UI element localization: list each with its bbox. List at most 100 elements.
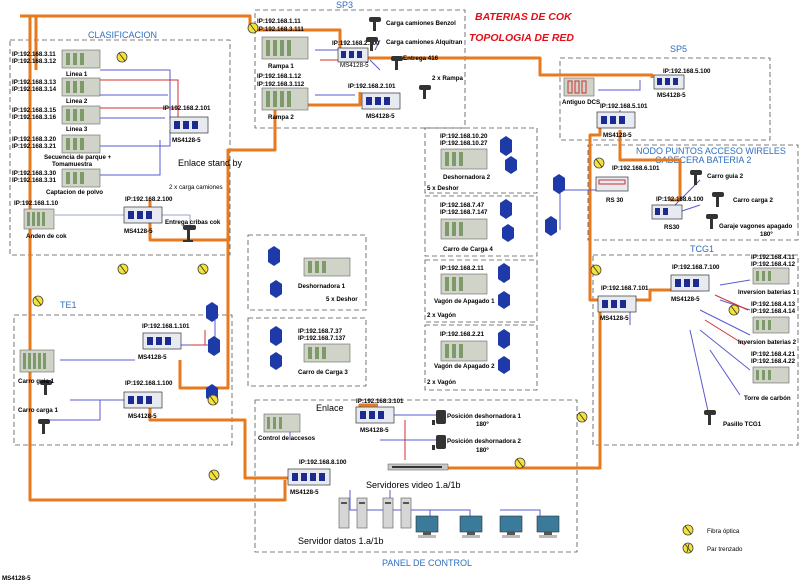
zone-title-sp5: SP5	[670, 44, 687, 54]
zone-sp5	[559, 57, 771, 141]
mid-vagon2-count: 2 x Vagón	[427, 379, 456, 386]
clas-plc-linea3: IP:192.168.3.15 IP:192.168.3.16 Linea 3	[12, 105, 101, 133]
te1-cam-guia1-icon	[40, 380, 52, 395]
fiber-ring-right	[408, 115, 602, 470]
panel-video-label: Servidores video 1.a/1b	[366, 480, 461, 490]
clas-anden: IP:192.168.1.10 Anden de cok	[14, 200, 67, 240]
sp3-cam-alquitran-icon	[366, 37, 378, 51]
mid-vagon1-count: 2 x Vagón	[427, 312, 456, 319]
panel-switch-b: IP:192.168.8.100 MS4128-5	[287, 459, 347, 496]
te1-rack	[19, 349, 55, 373]
clas-carga-camiones-label: 2 x carga camiones	[169, 184, 223, 191]
zone-deshornadora2	[424, 127, 538, 194]
tcg1-switch-b: IP:192.168.7.100 MS4128-5	[670, 264, 720, 303]
tcg1-switch-b-model: MS4128-5	[671, 296, 700, 303]
nodo-rs30a-label: RS 30	[606, 197, 624, 204]
mid-deshornadora1-label: Deshornadora 1	[298, 283, 346, 290]
mid-vagon2-ip: IP:192.168.2.21	[440, 331, 485, 338]
mid-deshornadora2-ip1: IP:192.168.10.20	[440, 133, 488, 140]
zone-carro3	[247, 317, 367, 387]
nodo-cam-garaje-icon	[706, 214, 718, 229]
sp3-rampa2: IP:192.168.1.12 IP:192.168.3.112 Rampa 2	[257, 73, 309, 121]
tcg1-switch-a: IP:192.168.7.101 MS4128-5	[597, 285, 649, 322]
clas-switch-a: IP:192.168.2.101 MS4128-5	[163, 105, 211, 144]
legend-fibra-label: Fibra óptica	[707, 528, 740, 535]
clas-switch-b-model: MS4128-5	[124, 228, 153, 235]
clas-plc-captacion: IP:192.168.3.30 IP:192.168.3.31 Captacio…	[12, 168, 103, 196]
te1-cam-guia1-label: Carro guia 1	[18, 378, 55, 385]
tcg1-cam-pasillo-icon	[704, 410, 716, 425]
sp3-cam-entrega-label: Entrega 416	[403, 55, 439, 62]
panel-switch-a-ip: IP:192.168.3.101	[356, 398, 404, 405]
fiber-sp3-down	[178, 92, 362, 390]
zone-te1	[13, 314, 233, 446]
zone-carro4	[424, 195, 538, 257]
zone-nodo-wireless	[587, 144, 799, 241]
mid-vagon1-label: Vagón de Apagado 1	[434, 298, 495, 305]
clas-plc-linea3-ip2: IP:192.168.3.16	[12, 114, 57, 121]
clas-anden-ip: IP:192.168.1.10	[14, 200, 59, 207]
sp5-switch-b-ip: IP:192.168.5.101	[600, 103, 648, 110]
clas-cribas-label: Entrega cribas cok	[165, 219, 221, 226]
zone-tcg1	[592, 254, 799, 446]
tcg1-inv2-label: Inversion baterias 2	[738, 339, 797, 346]
nodo-rs30a-ip: IP:192.168.6.101	[612, 165, 660, 172]
sp5-switch-a-ip: IP:192.168.5.100	[663, 68, 711, 75]
clas-plc-captacion-label: Captacion de polvo	[46, 189, 103, 196]
mid-carro3-ip1: IP:192.168.7.37	[298, 328, 343, 335]
main-title: BATERIAS DE COK	[475, 11, 573, 23]
panel-pos1-label: Posición deshornadora 1	[447, 413, 521, 420]
sp3-switch-b-ip: IP:192.168.2.101	[348, 83, 396, 90]
sub-title: TOPOLOGIA DE RED	[469, 32, 574, 44]
nodo-cam-carga2-label: Carro carga 2	[733, 197, 773, 204]
sp3-rampa1-label: Rampa 1	[268, 63, 294, 70]
panel-switch-b-model: MS4128-5	[290, 489, 319, 496]
sp3-cam-benzol-icon	[369, 17, 381, 31]
sp3-switch-a-model: MS4128-5	[340, 62, 369, 69]
tcg1-inv2: IP:192.168.4.13 IP:192.168.4.14 Inversio…	[738, 301, 797, 346]
clas-plc-linea2-label: Linea 2	[66, 98, 88, 105]
sp5-switch-a: IP:192.168.5.100 MS4128-5	[653, 68, 711, 99]
tcg1-inv2-ip1: IP:192.168.4.13	[751, 301, 796, 308]
nodo-rs30b-ip: IP:192.168.6.100	[656, 196, 704, 203]
tcg1-switch-a-ip: IP:192.168.7.101	[601, 285, 649, 292]
panel-datos-label: Servidor datos 1.a/1b	[298, 536, 384, 546]
clas-plc-linea2: IP:192.168.3.13 IP:192.168.3.14 Linea 2	[12, 77, 101, 105]
clas-plc-secuencia-ip1: IP:192.168.3.20	[12, 136, 57, 143]
mid-vagon1-ip: IP:192.168.2.11	[440, 265, 484, 272]
tcg1-switch-a-model: MS4128-5	[600, 315, 629, 322]
zone-vagon1	[424, 259, 538, 323]
mid-deshornadora1: Deshornadora 1 5 x Deshor	[298, 257, 358, 303]
te1-cam-carga1-label: Carro carga 1	[18, 407, 58, 414]
sp3-cam-benzol-label: Carga camiones Benzol	[386, 20, 456, 27]
mid-vagon2-label: Vagón de Apagado 2	[434, 363, 495, 370]
zone-title-cabecera: CABECERA BATERIA 2	[655, 155, 751, 165]
wireless-units	[206, 136, 565, 402]
clas-plc-secuencia: IP:192.168.3.20 IP:192.168.3.21 Secuenci…	[12, 134, 112, 168]
mid-carro3-ip2: IP:192.168.7.137	[298, 335, 346, 342]
nodo-rs30a: IP:192.168.6.101 RS 30	[595, 165, 660, 204]
te1-switch-b-model: MS4128-5	[128, 413, 157, 420]
zone-clasificacion	[9, 39, 231, 256]
panel-pos2-label: Posición deshornadora 2	[447, 438, 521, 445]
zone-title-clasificacion: CLASIFICACION	[88, 30, 157, 40]
zone-title-nodo: NODO PUNTOS ACCESO WIRELES	[636, 146, 786, 156]
mid-carro3-label: Carro de Carga 3	[298, 369, 348, 376]
fiber-optic-icons	[32, 22, 740, 554]
mid-vagon1: IP:192.168.2.11 Vagón de Apagado 1 2 x V…	[427, 265, 495, 319]
zone-vagon2	[424, 324, 538, 391]
mid-deshornadora2-ip2: IP:192.168.10.27	[440, 140, 488, 147]
nodo-cam-garaje-angle: 180º	[760, 231, 773, 238]
sp5-switch-b: IP:192.168.5.101 MS4128-5	[596, 103, 648, 139]
te1-cam-carga1-icon	[38, 419, 50, 434]
clas-plc-linea3-ip1: IP:192.168.3.15	[12, 107, 57, 114]
sp3-cam-rampa-icon	[419, 85, 431, 99]
nodo-rs30b: IP:192.168.6.100 RS30	[651, 196, 704, 231]
panel-servers	[338, 497, 412, 529]
panel-cam-pos2-icon	[432, 435, 446, 450]
zone-title-sp3: SP3	[336, 0, 353, 10]
tcg1-inv1-ip1: IP:192.168.4.11	[751, 254, 795, 261]
sp5-switch-a-model: MS4128-5	[657, 92, 686, 99]
panel-switch-a: IP:192.168.3.101 MS4128-5	[355, 398, 404, 434]
